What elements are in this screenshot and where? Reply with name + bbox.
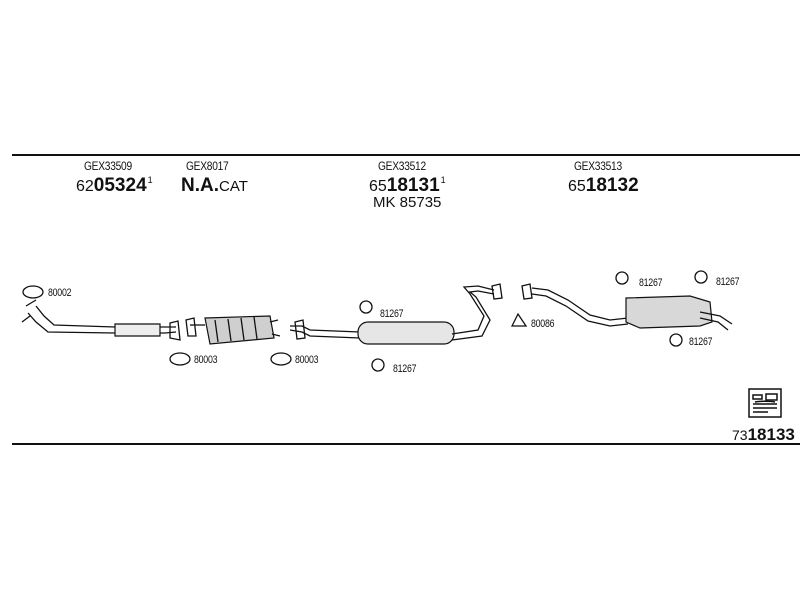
- label-81267-e: 81267: [689, 336, 713, 348]
- part-number-3-mark: 1: [440, 175, 446, 185]
- part-number-2-suffix: CAT: [219, 178, 248, 195]
- footer-main: 18133: [747, 425, 795, 444]
- label-80003-b: 80003: [295, 354, 319, 366]
- part-number-3-prefix: 65: [369, 178, 387, 195]
- part-number-4-main: 18132: [585, 175, 639, 196]
- label-81267-c: 81267: [639, 277, 663, 289]
- catalytic-converter-drawing: [185, 315, 281, 345]
- part-number-1: 62053241: [76, 175, 153, 196]
- catalog-book-icon: [748, 388, 782, 418]
- top-rule: [12, 154, 800, 156]
- part-number-4-prefix: 65: [568, 178, 586, 195]
- part-number-1-main: 05324: [93, 175, 147, 196]
- front-pipe-drawing: [21, 299, 181, 341]
- part-number-2-main: N.A.: [181, 175, 219, 196]
- center-muffler-drawing: [289, 283, 503, 345]
- part-number-4: 6518132: [568, 176, 639, 195]
- footer-part-number: 7318133: [732, 426, 795, 443]
- part-number-3-extra: MK 85735: [373, 194, 442, 211]
- label-80086: 80086: [531, 318, 555, 330]
- part-number-1-prefix: 62: [76, 178, 94, 195]
- part-code-1: GEX33509: [84, 159, 132, 173]
- label-81267-a: 81267: [380, 308, 404, 320]
- part-code-3: GEX33512: [378, 159, 426, 173]
- rear-muffler-drawing: [521, 283, 733, 331]
- part-number-3-main: 18131: [386, 175, 440, 196]
- part-code-2: GEX8017: [186, 159, 229, 173]
- part-number-3: 65181311: [369, 175, 446, 196]
- label-80003-a: 80003: [194, 354, 218, 366]
- bottom-rule: [12, 443, 800, 445]
- part-number-2: N.A.CAT: [181, 176, 248, 195]
- label-81267-d: 81267: [716, 276, 740, 288]
- label-80002: 80002: [48, 287, 72, 299]
- part-number-1-mark: 1: [147, 175, 153, 185]
- footer-prefix: 73: [732, 427, 748, 443]
- label-81267-b: 81267: [393, 363, 417, 375]
- hanger-drawings: [22, 270, 708, 372]
- part-code-4: GEX33513: [574, 159, 622, 173]
